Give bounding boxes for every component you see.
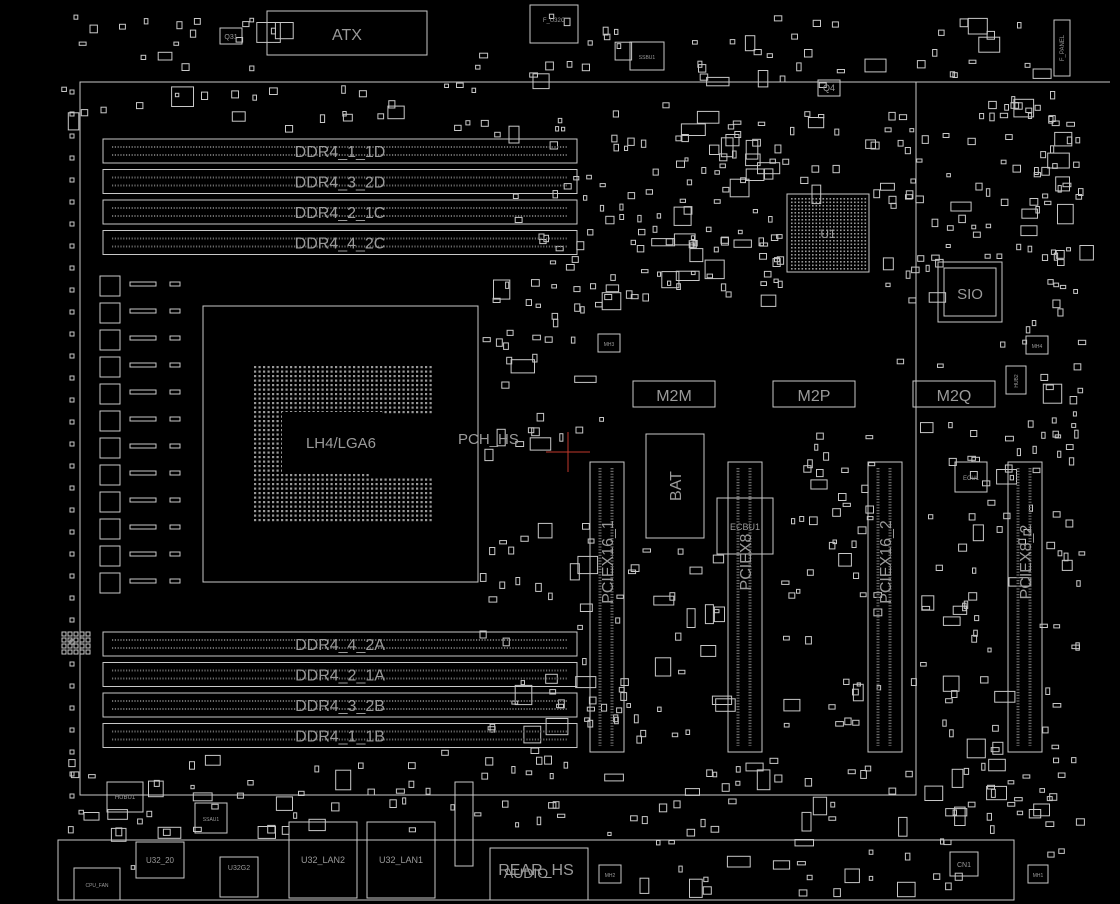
board-outline [57,81,1110,901]
vrm-chokes [99,275,181,594]
dimm-slot-label: DDR4_1_1D [295,144,386,161]
pcie-slot: PCIEX16_2 [867,461,903,753]
ssau1-label: SSAU1 [203,817,220,823]
ecbu1-chip [716,497,774,555]
pch-chip: U1 [786,193,870,273]
m2m-label: M2M [656,388,692,405]
f-u32c-header [529,4,579,44]
m2m-connector [632,380,716,408]
ssbu1-label: SSBU1 [639,55,656,61]
dimm-slot-label: DDR4_3_2D [295,175,386,192]
atx-label: ATX [332,27,362,44]
dimm-slot: DDR4_3_2D [102,169,578,194]
mh4-label: MH4 [1032,344,1043,350]
hubu1-chip [106,781,144,813]
mounting-hole-mh4 [1025,335,1049,355]
u32g2-connector [219,856,259,898]
dimm-slots-bottom: DDR4_4_2A DDR4_2_1A DDR4_3_2B DDR4_1_1B [102,631,578,748]
dimm-slot: DDR4_2_1C [102,199,578,225]
cn1-connector [949,851,979,877]
dimm-slot-label: DDR4_1_1B [295,729,385,746]
q31-label: Q31 [224,34,237,41]
crosshair-cursor [546,432,590,472]
audio-label: AUDIO [504,865,548,881]
rear-heatsink [489,847,589,901]
hubu1-label: HUBU1 [115,795,136,801]
u1-label: U1 [820,227,836,241]
u32-lan1-label: U32_LAN1 [379,855,423,865]
mh3-label: MH3 [604,342,615,348]
pcie-slot-label: PCIEX16_1 [600,520,617,604]
pcie-slot-label: PCIEX8_2 [1018,525,1035,600]
pcie-slots: PCIEX16_1 PCIEX8 PCIEX16_2 PCIEX8_2 [589,461,1043,753]
hub2-label: HUB2 [1014,374,1020,388]
dimm-slot: DDR4_2_1A [102,662,578,687]
dimm-slot-label: DDR4_4_2C [295,236,386,253]
u32-20-connector [135,841,185,879]
m2p-label: M2P [798,388,831,405]
rear-heatsink-label: REAR_HS [498,862,574,879]
ecu1-chip [954,461,988,493]
u32-lan2-connector [288,821,358,899]
sio-label: SIO [957,286,983,303]
dimm-slot: DDR4_4_2A [102,631,578,657]
cpu-fan-label: CPU_FAN [85,883,108,889]
ecu1-label: ECU1 [963,476,980,482]
q31-component [219,27,243,45]
cn1-label: CN1 [957,862,971,869]
f-u32c-label: F_U32C [543,18,566,24]
mounting-hole-mh3 [597,333,621,353]
q4-label: Q4 [823,83,835,93]
audio-codec-strip [454,781,474,867]
ecbu1-label: ECBU1 [730,522,760,532]
m2p-connector [772,380,856,408]
mounting-hole-mh2 [598,864,622,884]
u32g2-label: U32G2 [228,865,250,872]
m2q-connector [912,380,996,408]
pch-heatsink-label: PCH_HS [458,431,519,448]
u32-lan1-connector [366,821,436,899]
ssbu1-chip [629,41,665,71]
pcie-slot: PCIEX8 [727,461,763,753]
component-pads [61,13,1094,898]
dimm-slot: DDR4_3_2B [102,692,578,718]
front-panel-header [1053,19,1071,77]
pcie-slot: PCIEX8_2 [1007,461,1043,753]
mh2-label: MH2 [605,873,616,879]
dimm-slot-label: DDR4_2_1C [295,205,386,222]
front-panel-label: F_PANEL [1060,34,1066,61]
dimm-slots-top: DDR4_1_1D DDR4_3_2D DDR4_2_1C DDR4_4_2C [102,138,578,255]
sio-chip: SIO [937,261,1003,323]
atx-power-connector [266,10,428,56]
dimm-slot-label: DDR4_4_2A [295,637,385,654]
pcie-slot-label: PCIEX16_2 [878,520,895,604]
mounting-hole-mh1 [1027,864,1049,884]
battery-label: BAT [668,471,685,501]
pcie-slot: PCIEX16_1 [589,461,625,753]
cpu-socket-label: LH4/LGA6 [306,435,376,452]
dimm-slot-label: DDR4_2_1A [295,668,385,685]
ssau1-chip [194,802,228,834]
u32-20-label: U32_20 [146,856,175,865]
dimm-slot: DDR4_1_1B [102,723,578,748]
cpu-socket: LH4/LGA6 [202,305,479,583]
dimm-slot: DDR4_4_2C [102,230,578,255]
battery-holder [645,433,705,539]
mh1-label: MH1 [1033,873,1044,879]
m2q-label: M2Q [937,388,972,405]
q4-component [817,79,841,97]
u32-lan2-label: U32_LAN2 [301,855,345,865]
dimm-slot: DDR4_1_1D [102,138,578,164]
dimm-slot-label: DDR4_3_2B [295,698,385,715]
pcie-slot-label: PCIEX8 [738,533,755,590]
hub2-chip [1005,365,1027,395]
cpu-fan-header [73,867,121,901]
